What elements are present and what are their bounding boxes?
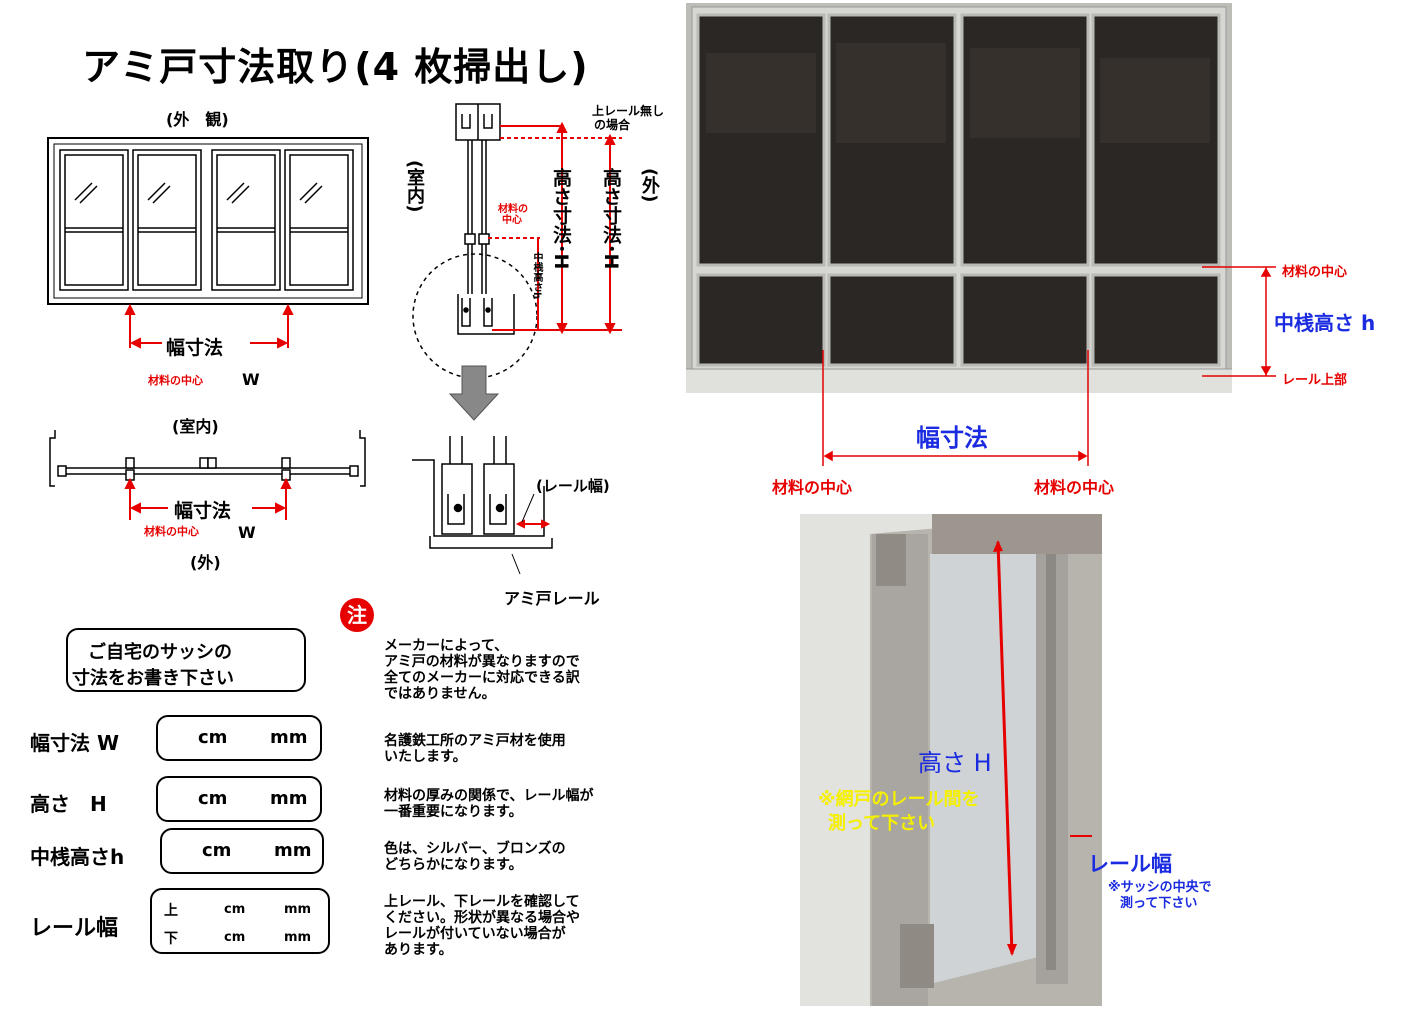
no-upper-rail-line2: の場合 [594, 118, 631, 132]
no-upper-rail-note: 上レール無し の場合 [592, 104, 664, 132]
mid-rail-field-label: 中桟高さh [30, 845, 125, 869]
note-2: 名護鉄工所のアミ戸材を使用 いたします。 [384, 733, 684, 765]
rail-closeup-photo [800, 514, 1102, 1006]
width-input-box[interactable]: cm mm [156, 715, 322, 761]
note-2-line-1: 名護鉄工所のアミ戸材を使用 [384, 733, 566, 749]
rail-lower-label: 下 [164, 931, 178, 947]
rail-closeup-illustration [800, 514, 1102, 1006]
note-3-line-1: 材料の厚みの関係で、レール幅が [384, 788, 594, 804]
photo2-measure-note-line1: ※網戸のレール間を [818, 789, 980, 810]
section-height-label-2: 高さ寸法･H [600, 168, 622, 270]
photo2-height-label: 高さ H [918, 749, 992, 777]
note-5-line-4: あります。 [384, 942, 453, 958]
rail-upper-cm: cm [224, 902, 246, 917]
photo1-dimension-lines [822, 266, 1276, 466]
exterior-w-label: W [242, 370, 260, 389]
note-5: 上レール、下レールを確認して ください。形状が異なる場合や レールが付いていない… [384, 894, 684, 958]
photo2-measure-note: ※網戸のレール間を 測って下さい [818, 788, 980, 836]
section-rail-width-label: (レール幅) [536, 477, 610, 495]
page-title: アミ戸寸法取り(4 枚掃出し) [82, 45, 589, 89]
plan-view-drawing [49, 430, 366, 520]
note-1-line-2: アミ戸の材料が異なりますので [384, 654, 580, 670]
mid-rail-input-box[interactable]: cm mm [160, 828, 324, 874]
section-outdoor-label: (外) [639, 168, 660, 203]
window-photo [686, 3, 1232, 393]
photo1-width-label: 幅寸法 [916, 424, 988, 452]
notice-badge: 注 [340, 598, 374, 632]
note-1-line-1: メーカーによって、 [384, 638, 509, 654]
note-1-line-4: ではありません。 [384, 686, 496, 702]
photo2-measure-note-line2: 測って下さい [828, 813, 936, 834]
photo2-sash-note-line2: 測って下さい [1120, 896, 1198, 911]
exterior-center-label: 材料の中心 [148, 374, 203, 387]
note-4-line-2: どちらかになります。 [384, 857, 523, 873]
height-field-label: 高さ H [30, 792, 107, 816]
note-3: 材料の厚みの関係で、レール幅が 一番重要になります。 [384, 788, 684, 820]
rail-lower-cm: cm [224, 930, 246, 945]
plan-w-label: W [238, 523, 256, 542]
note-3-line-2: 一番重要になります。 [384, 804, 523, 820]
width-field-label: 幅寸法 W [30, 731, 120, 755]
note-5-line-3: レールが付いていない場合が [384, 926, 566, 942]
note-5-line-2: ください。形状が異なる場合や [384, 910, 580, 926]
photo1-center-left-label: 材料の中心 [772, 478, 853, 497]
photo1-rail-top-label: レール上部 [1282, 373, 1348, 388]
note-4-line-1: 色は、シルバー、ブロンズの [384, 841, 566, 857]
section-indoor-label: (室内) [404, 160, 425, 213]
rail-upper-mm: mm [284, 902, 312, 917]
rail-width-field-label: レール幅 [30, 916, 119, 941]
window-photo-illustration [686, 3, 1232, 393]
photo1-center-right-label: 材料の中心 [1034, 478, 1115, 497]
form-heading-line2: 寸法をお書き下さい [72, 668, 234, 689]
plan-outdoor-label: (外) [190, 553, 221, 572]
mid-rail-cm-unit: cm [202, 840, 232, 861]
height-mm-unit: mm [270, 788, 308, 809]
note-2-line-2: いたします。 [384, 749, 467, 765]
exterior-view-label: (外 観) [166, 110, 229, 129]
note-1-line-3: 全てのメーカーに対応できる訳 [384, 670, 580, 686]
form-heading-line1: ご自宅のサッシの [88, 642, 232, 663]
plan-indoor-label: (室内) [172, 417, 219, 436]
exterior-width-label: 幅寸法 [166, 337, 224, 359]
photo1-material-center-label: 材料の中心 [1282, 265, 1348, 280]
section-material-center: 材料の 中心 [498, 204, 528, 226]
exterior-window-drawing [47, 137, 369, 349]
photo2-rail-width-label: レール幅 [1088, 852, 1172, 876]
photo2-sash-note: ※サッシの中央で 測って下さい [1108, 880, 1212, 912]
note-5-line-1: 上レール、下レールを確認して [384, 894, 580, 910]
form-heading-box: ご自宅のサッシの 寸法をお書き下さい [66, 628, 306, 692]
no-upper-rail-line1: 上レール無し [592, 104, 665, 118]
rail-width-input-box[interactable]: 上 cm mm 下 cm mm [150, 888, 330, 954]
width-cm-unit: cm [198, 727, 228, 748]
height-input-box[interactable]: cm mm [156, 776, 322, 822]
photo2-sash-note-line1: ※サッシの中央で [1108, 880, 1212, 895]
photo1-mid-rail-height-label: 中桟高さ h [1274, 311, 1376, 335]
plan-width-label: 幅寸法 [174, 500, 232, 522]
screen-rail-label: アミ戸レール [504, 589, 600, 608]
section-height-label-1: 高さ寸法･H [550, 168, 572, 270]
section-material-center-line1: 材料の [498, 204, 528, 215]
section-mid-rail-label: 中桟高さh [531, 252, 542, 300]
note-1: メーカーによって、 アミ戸の材料が異なりますので 全てのメーカーに対応できる訳 … [384, 638, 684, 702]
height-cm-unit: cm [198, 788, 228, 809]
section-material-center-line2: 中心 [502, 215, 522, 226]
rail-upper-label: 上 [164, 903, 178, 919]
plan-center-label: 材料の中心 [144, 525, 199, 538]
section-view-drawing [412, 103, 622, 575]
note-4: 色は、シルバー、ブロンズの どちらかになります。 [384, 841, 684, 873]
mid-rail-mm-unit: mm [274, 840, 312, 861]
rail-lower-mm: mm [284, 930, 312, 945]
width-mm-unit: mm [270, 727, 308, 748]
